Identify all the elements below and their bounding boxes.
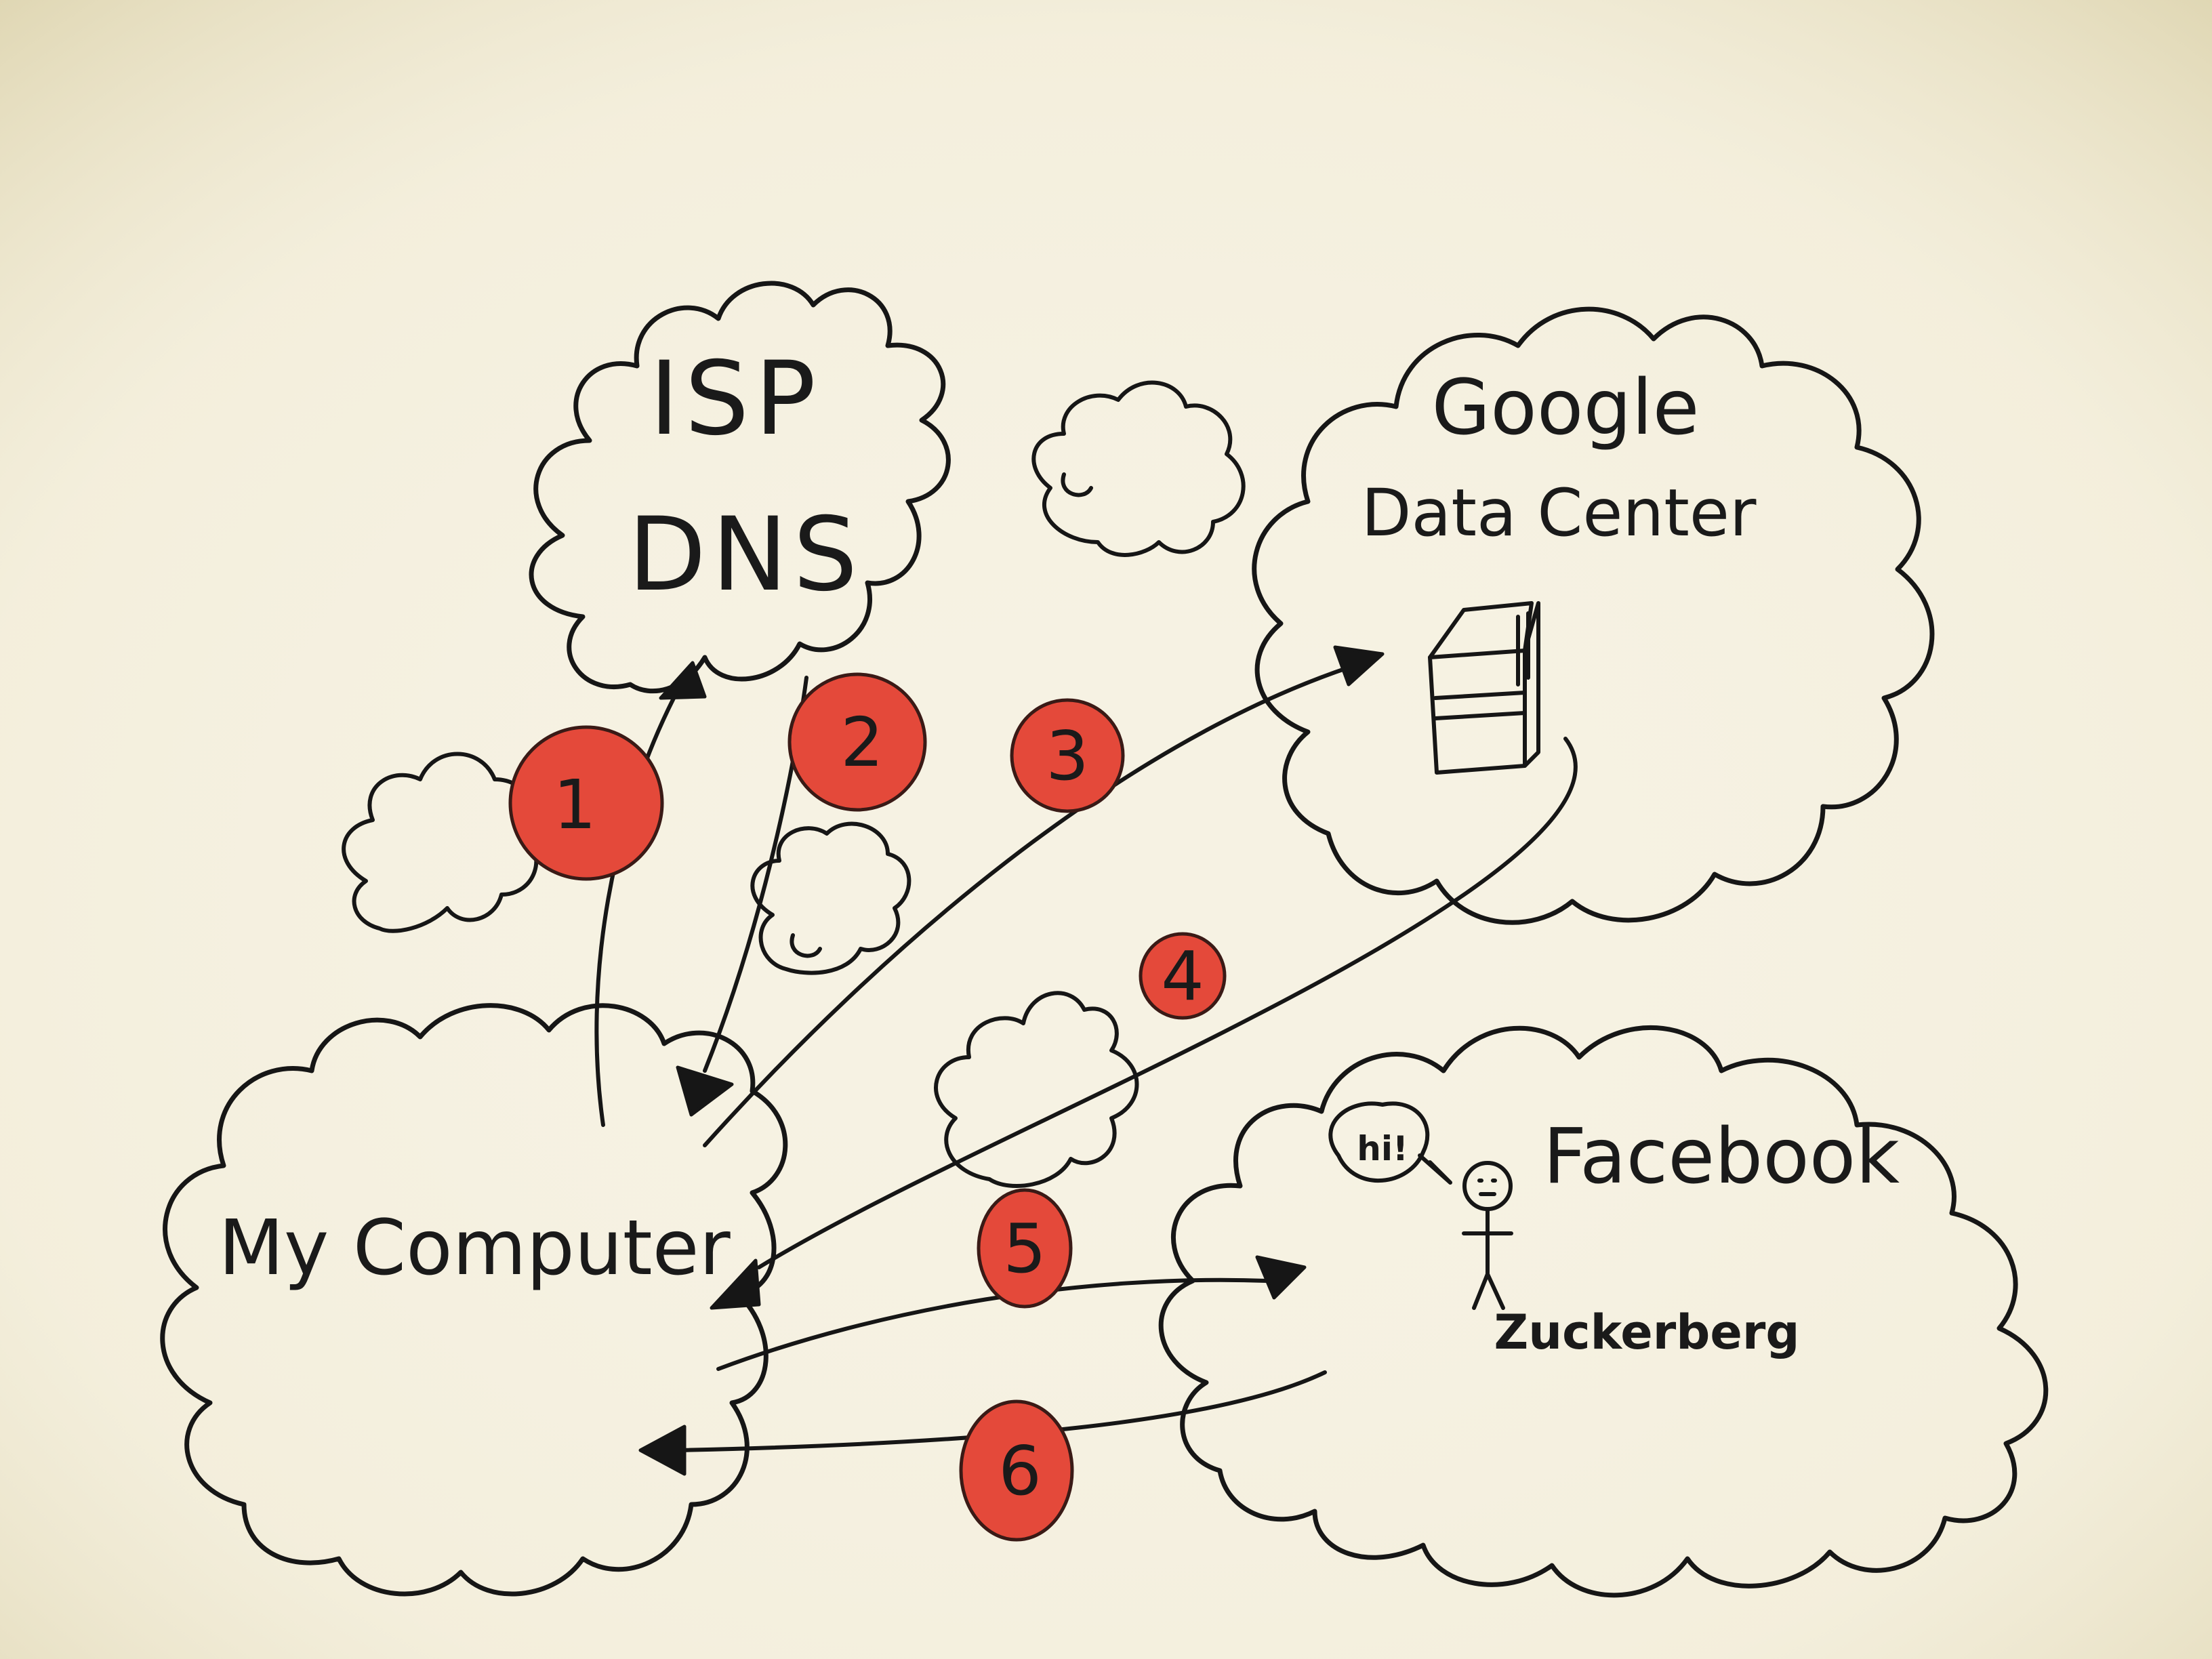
server-rack-icon bbox=[1428, 601, 1540, 775]
step-number-4: 4 bbox=[1161, 937, 1204, 1016]
my-computer-cloud bbox=[160, 1003, 788, 1597]
step-marker-2: 2 bbox=[787, 672, 927, 812]
step-number-2: 2 bbox=[840, 703, 884, 782]
step-marker-5: 5 bbox=[977, 1188, 1073, 1309]
dns-label: DNS bbox=[628, 496, 863, 614]
facebook-label: Facebook bbox=[1543, 1113, 1900, 1201]
isp-dns-node: ISP DNS bbox=[529, 281, 951, 694]
step-marker-4: 4 bbox=[1139, 932, 1227, 1020]
google-cloud bbox=[1252, 306, 1935, 925]
background-clouds bbox=[342, 380, 1246, 1188]
arrow-head-3 bbox=[1333, 645, 1385, 687]
google-label: Google bbox=[1432, 364, 1700, 452]
arrow-head-6 bbox=[638, 1425, 687, 1476]
arrow-step-6 bbox=[676, 1370, 1327, 1452]
data-center-label: Data Center bbox=[1361, 475, 1757, 551]
stick-figure-icon bbox=[1462, 1161, 1513, 1310]
arrow-step-3 bbox=[703, 665, 1351, 1147]
step-marker-6: 6 bbox=[959, 1399, 1074, 1542]
google-datacenter-node: Google Data Center bbox=[1252, 306, 1935, 925]
my-computer-node: My Computer bbox=[160, 1003, 788, 1597]
my-computer-label: My Computer bbox=[218, 1204, 731, 1292]
arrow-step-1 bbox=[594, 676, 687, 1127]
arrow-step-5 bbox=[716, 1277, 1269, 1371]
small-cloud-center bbox=[934, 991, 1139, 1188]
small-cloud-top bbox=[1031, 380, 1246, 557]
small-cloud-mid bbox=[750, 821, 912, 975]
arrow-head-4 bbox=[710, 1258, 761, 1310]
small-cloud-left bbox=[342, 752, 539, 933]
step-marker-1: 1 bbox=[508, 725, 664, 881]
step-number-5: 5 bbox=[1003, 1209, 1046, 1288]
isp-label: ISP bbox=[649, 340, 821, 458]
arrow-step-4 bbox=[757, 737, 1578, 1269]
arrow-head-1 bbox=[659, 661, 707, 700]
facebook-cloud bbox=[1158, 1025, 2049, 1598]
step-number-1: 1 bbox=[553, 765, 596, 844]
step-marker-3: 3 bbox=[1010, 698, 1125, 813]
isp-dns-cloud bbox=[529, 281, 951, 694]
speech-text: hi! bbox=[1357, 1129, 1408, 1168]
step-markers: 1 2 3 4 5 6 bbox=[508, 672, 1227, 1542]
facebook-node: Facebook Zuckerberg hi! bbox=[1158, 1025, 2049, 1598]
arrow-head-5 bbox=[1255, 1255, 1307, 1300]
step-number-6: 6 bbox=[998, 1431, 1042, 1511]
zuckerberg-label: Zuckerberg bbox=[1494, 1305, 1800, 1360]
speech-bubble-icon: hi! bbox=[1328, 1101, 1452, 1185]
step-number-3: 3 bbox=[1046, 716, 1089, 796]
arrow-head-2 bbox=[676, 1065, 734, 1117]
